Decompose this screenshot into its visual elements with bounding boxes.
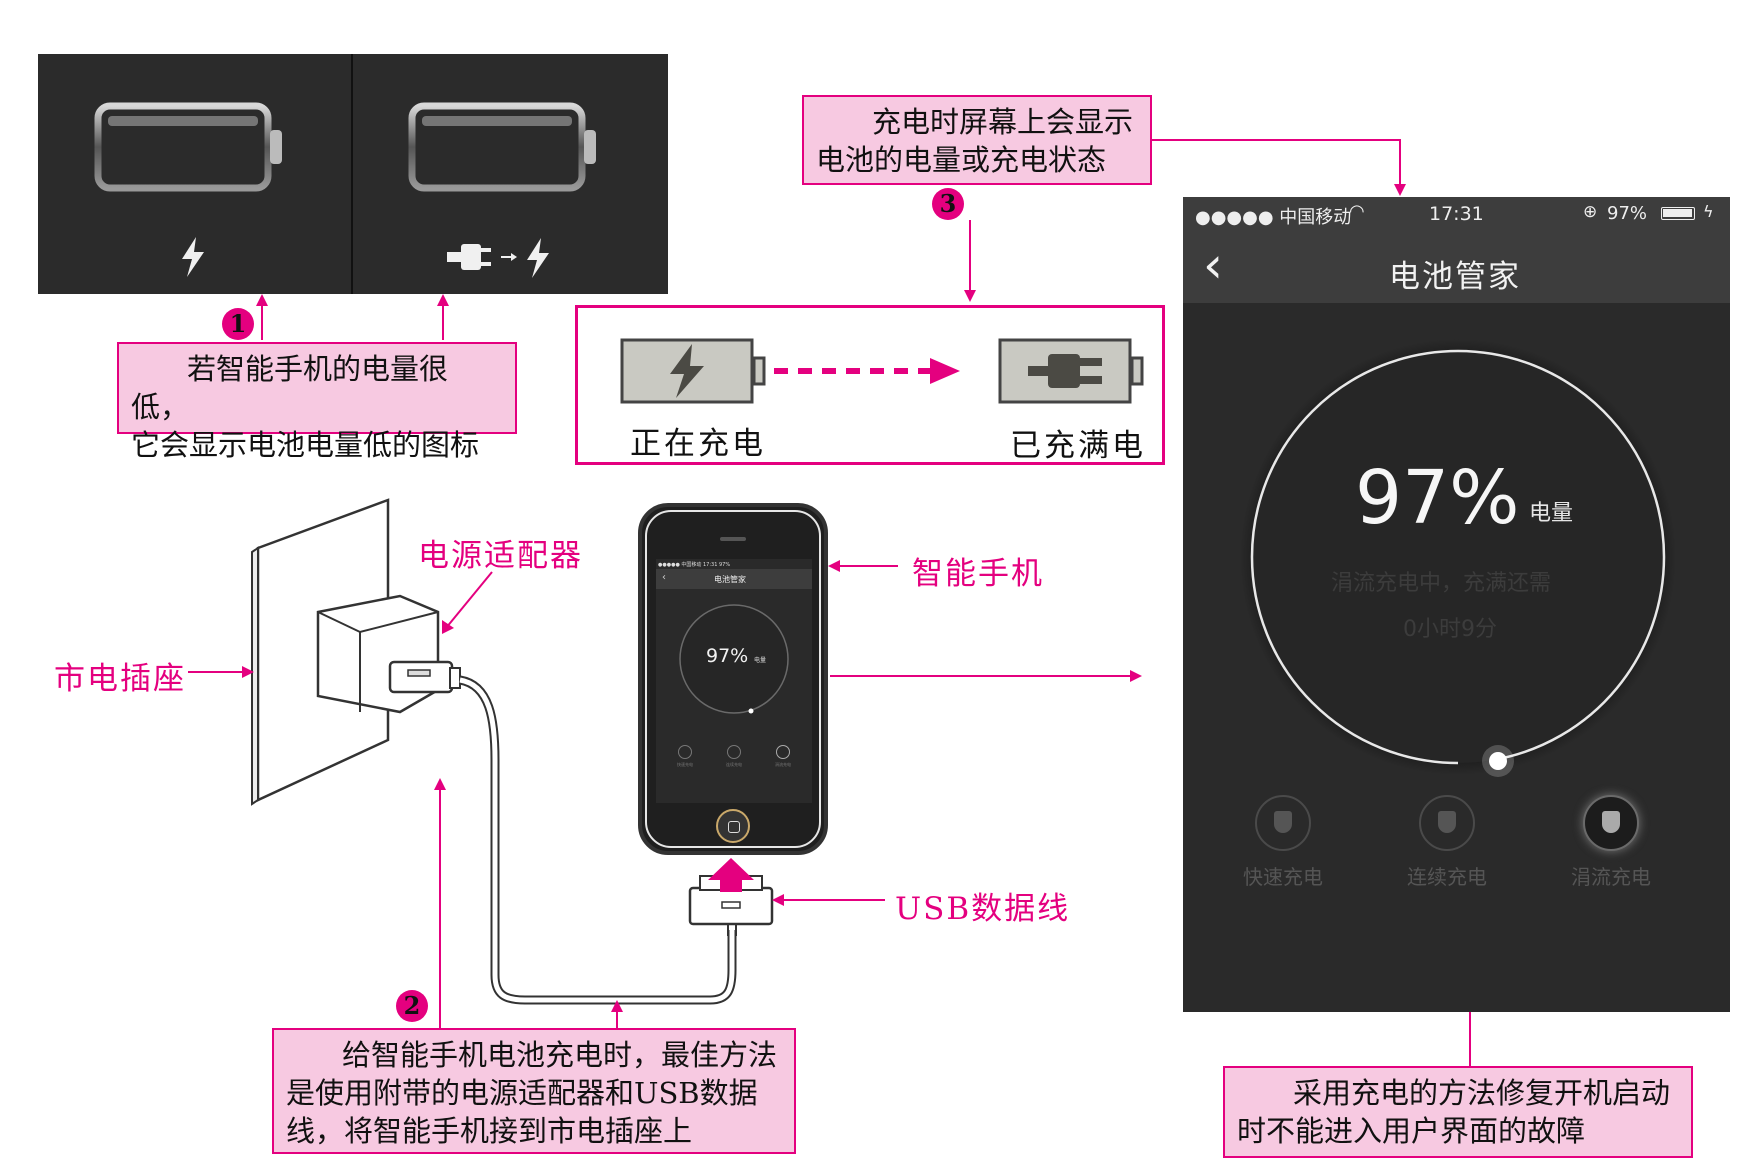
plug-shield-icon (1255, 795, 1311, 851)
mini-progress-ring (679, 604, 789, 714)
socket-label: 市电插座 (54, 661, 186, 697)
callout-2-line2: 是使用附带的电源适配器和USB数据 (286, 1076, 758, 1110)
mode-trickle-label: 涓流充电 (1571, 865, 1651, 889)
clock-text: 17:31 (1429, 203, 1484, 225)
plug-to-lightning-icon (447, 238, 549, 278)
charging-label: 正在充电 (630, 426, 766, 462)
callout-repair-method: 采用充电的方法修复开机启动 时不能进入用户界面的故障 (1223, 1066, 1693, 1158)
back-chevron-icon[interactable]: ‹ (1203, 236, 1223, 294)
phone-label: 智能手机 (912, 556, 1044, 592)
callout-4-line1: 采用充电的方法修复开机启动 (1293, 1076, 1671, 1110)
step-2-badge: 2 (396, 990, 428, 1022)
dashed-arrow (774, 358, 960, 384)
plug-shield-icon (1419, 795, 1475, 851)
mode-trickle-charge[interactable]: 涓流充电 (1561, 795, 1661, 890)
battery-percent-text: 97% (1607, 203, 1648, 224)
mode-fast-charge[interactable]: 快速充电 (1233, 795, 1333, 890)
mode-fast-label: 快速充电 (1243, 865, 1323, 889)
mode-continuous-label: 连续充电 (1407, 865, 1487, 889)
callout-4-line2: 时不能进入用户界面的故障 (1237, 1114, 1586, 1148)
step-1-badge: 1 (222, 308, 254, 340)
mini-mode-3: 涓流充电 (768, 745, 798, 768)
home-button (716, 809, 750, 843)
low-battery-screens (38, 54, 668, 294)
status-bar: ●●●●● 中国移动 ◠ 17:31 ⊕ 97% ϟ (1183, 197, 1730, 231)
carrier-text: ●●●●● 中国移动 (1195, 207, 1352, 228)
charge-status-line2: 0小时9分 (1403, 617, 1497, 642)
mini-screen: ●●●●● 中国移动 17:31 97% ‹ 电池管家 97% 电量 快速充电 … (656, 559, 812, 803)
callout-2-line1: 给智能手机电池充电时，最佳方法 (342, 1038, 778, 1072)
usb-label: USB数据线 (895, 891, 1071, 927)
mini-mode-1: 快速充电 (670, 745, 700, 768)
mini-status-bar: ●●●●● 中国移动 17:31 97% (658, 562, 731, 568)
callout-charging-method: 给智能手机电池充电时，最佳方法 是使用附带的电源适配器和USB数据 线，将智能手… (272, 1028, 796, 1154)
status-battery-icon (1661, 207, 1695, 220)
charge-state-box: 正在充电 已充满电 (575, 305, 1165, 465)
callout-low-battery: 若智能手机的电量很低， 它会显示电池电量低的图标 (117, 342, 517, 462)
app-title: 电池管家 (1389, 259, 1521, 295)
plug-shield-icon (1583, 795, 1639, 851)
battery-percent-value: 97% (1355, 455, 1520, 541)
step-3-badge: 3 (932, 188, 964, 220)
battery-app-screen: ●●●●● 中国移动 ◠ 17:31 ⊕ 97% ϟ ‹ 电池管家 97% 电量… (1183, 197, 1730, 1012)
full-label: 已充满电 (1010, 428, 1146, 464)
divider (351, 54, 353, 294)
mini-title: 电池管家 (714, 575, 746, 584)
smartphone-illustration: ●●●●● 中国移动 17:31 97% ‹ 电池管家 97% 电量 快速充电 … (638, 503, 828, 855)
earpiece (720, 537, 746, 541)
wifi-icon: ◠ (1349, 201, 1365, 222)
battery-progress-ring (1240, 339, 1676, 777)
callout-3-line1: 充电时屏幕上会显示 (872, 105, 1134, 139)
empty-battery-icon (408, 102, 596, 192)
charge-status-line1: 涓流充电中，充满还需 (1331, 571, 1552, 596)
lightning-icon (182, 237, 204, 277)
empty-battery-icon (94, 102, 282, 192)
lock-rotation-icon: ⊕ (1583, 202, 1598, 222)
charging-bolt-icon: ϟ (1703, 202, 1714, 221)
callout-1-line2: 它会显示电池电量低的图标 (131, 428, 480, 462)
callout-2-line3: 线，将智能手机接到市电插座上 (286, 1114, 693, 1148)
adapter-label: 电源适配器 (418, 538, 583, 574)
mode-continuous-charge[interactable]: 连续充电 (1397, 795, 1497, 890)
callout-charging-display: 充电时屏幕上会显示 电池的电量或充电状态 (802, 95, 1152, 185)
charging-battery-icon (620, 338, 766, 404)
mini-percent-label: 电量 (754, 657, 767, 664)
mini-header: ‹ 电池管家 (656, 569, 812, 589)
full-battery-plug-icon (998, 338, 1144, 404)
callout-1-line1: 若智能手机的电量很低， (131, 352, 449, 424)
app-header: ‹ 电池管家 (1183, 231, 1730, 303)
callout-3-line2: 电池的电量或充电状态 (816, 143, 1107, 177)
mini-mode-2: 连续充电 (719, 745, 749, 768)
battery-percent-label: 电量 (1529, 501, 1574, 526)
mini-percent: 97% (706, 645, 749, 667)
